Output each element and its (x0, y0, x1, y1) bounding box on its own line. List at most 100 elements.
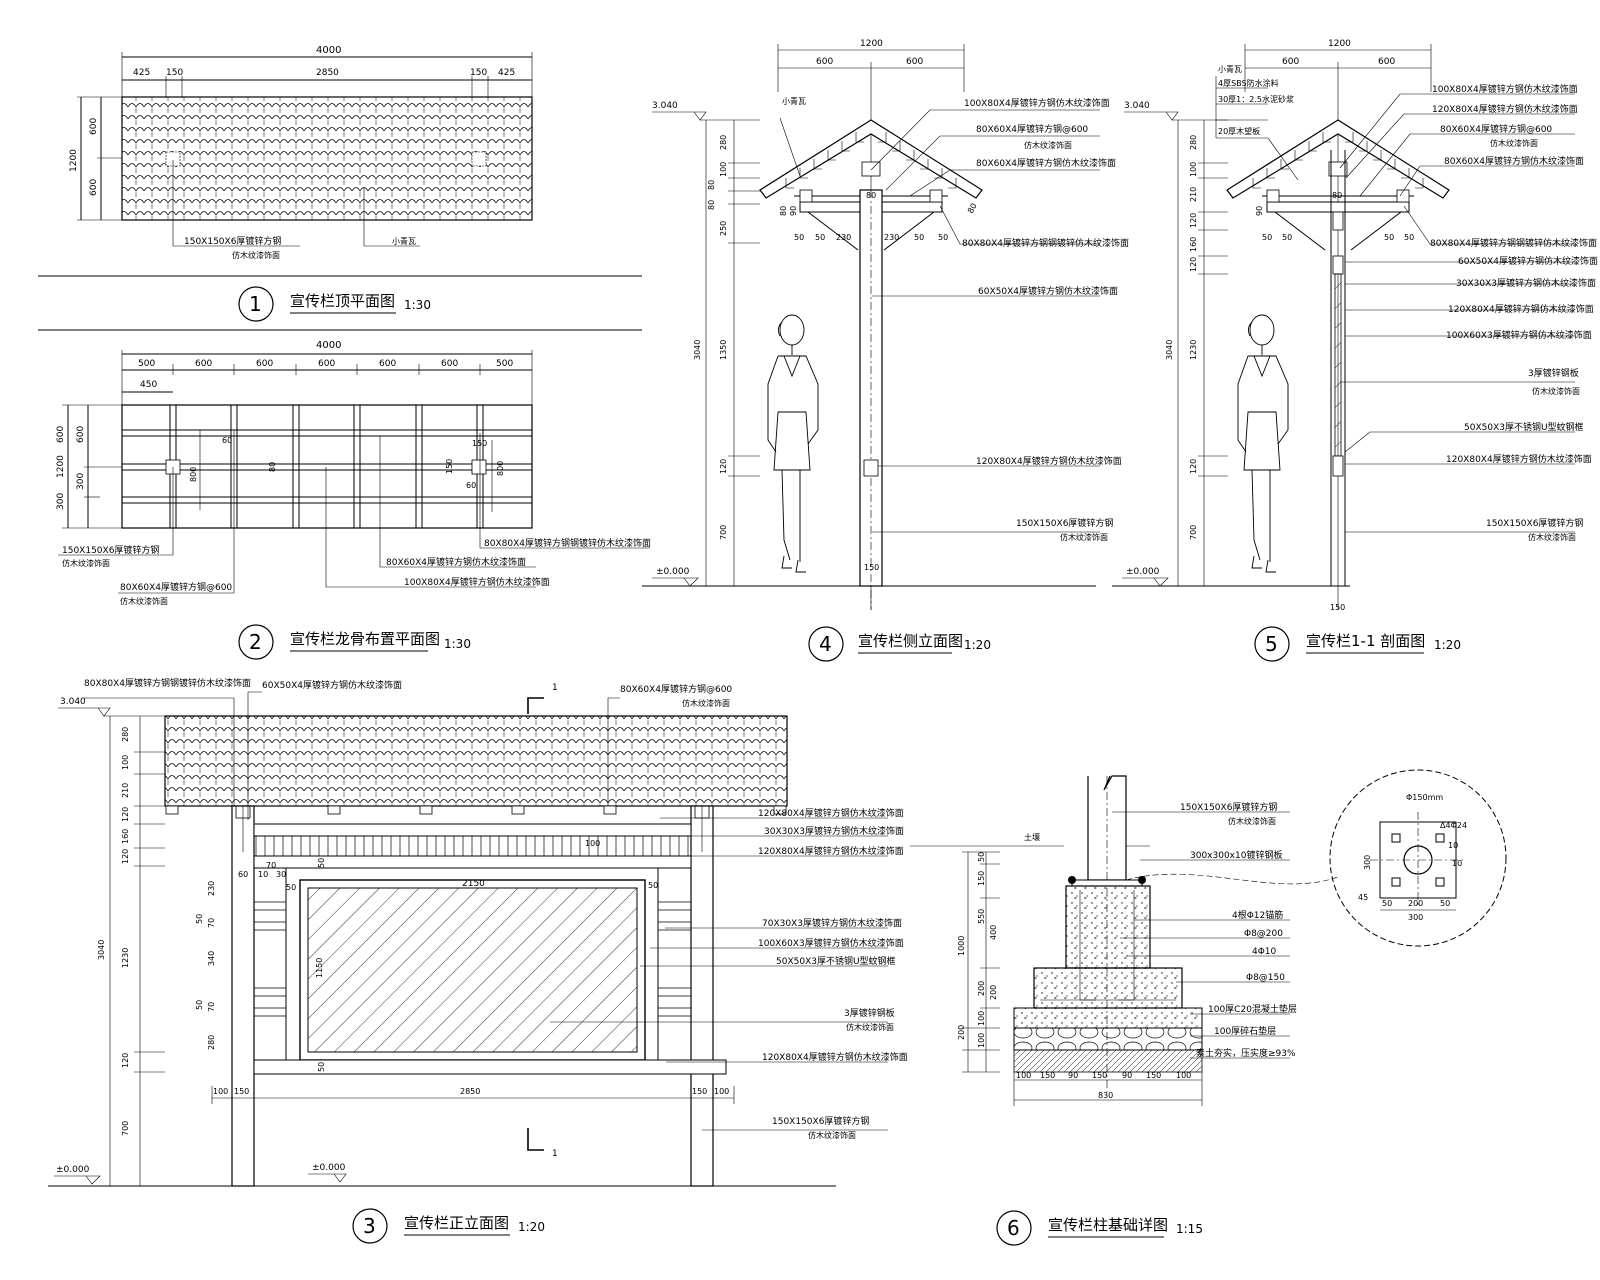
dim: 50 (286, 883, 296, 892)
view-scale: 1:30 (404, 298, 431, 312)
dim-425: 425 (133, 68, 150, 78)
view-title: 宣传栏龙骨布置平面图 (290, 630, 440, 648)
dim: 90 (1068, 1071, 1078, 1080)
dim: 150 (234, 1087, 249, 1096)
callout-80x60x4: 80X60X4厚镀锌方钢仿木纹漆饰面 (386, 556, 526, 568)
dim: 700 (1189, 525, 1198, 540)
callout: 100X80X4厚镀锌方钢仿木纹漆饰面 (1432, 83, 1578, 95)
label-soil: 土壤 (1024, 832, 1040, 842)
callout: 100厚碎石垫层 (1214, 1025, 1276, 1037)
callout-finish: 仿木纹漆饰面 (62, 558, 110, 568)
view-scale: 1:20 (1434, 638, 1461, 652)
callout: 120X80X4厚镀锌方钢仿木纹漆饰面 (1432, 103, 1578, 115)
dim-600: 600 (89, 179, 99, 196)
dim: 80 (866, 191, 876, 200)
layer-tile: 小青瓦 (1218, 64, 1242, 74)
callout: 4根Φ12锚筋 (1232, 909, 1283, 921)
dim-1200: 1200 (69, 149, 79, 172)
callout: 仿木纹漆饰面 (1528, 532, 1576, 542)
scale-figure (1237, 314, 1289, 573)
detail-200: 200 (1408, 899, 1423, 908)
dim: 1230 (1189, 340, 1198, 360)
dim: 70 (207, 1002, 216, 1012)
dim: 50 (794, 233, 804, 242)
dim: 200 (957, 1025, 966, 1040)
callout: 30X30X3厚镀锌方钢仿木纹漆饰面 (764, 825, 904, 837)
layer-sbs: 4厚SBS防水涂料 (1218, 78, 1279, 88)
dim: 160 (1189, 237, 1198, 252)
dim: 100 (977, 1033, 986, 1048)
dim: 50 (317, 1062, 326, 1072)
callout: 仿木纹漆饰面 (846, 1022, 894, 1032)
scale-figure (767, 314, 819, 573)
dim-150: 150 (864, 563, 879, 572)
dim: 50 (195, 1000, 204, 1010)
detail-10: 10 (1452, 859, 1462, 868)
view-number: 1 (249, 292, 262, 316)
detail-300: 300 (1408, 913, 1423, 922)
dim: 50 (1282, 233, 1292, 242)
dim: 100 (121, 755, 130, 770)
dim: 100 (213, 1087, 228, 1096)
callout: 仿木纹漆饰面 (682, 698, 730, 708)
callout: Φ8@200 (1244, 929, 1283, 939)
dim: 100 (977, 1011, 986, 1026)
view-title: 宣传栏正立面图 (404, 1214, 509, 1232)
callout: 150X150X6厚镀锌方钢 (1486, 517, 1583, 529)
detail-50: 50 (1382, 899, 1392, 908)
dim: 50 (317, 858, 326, 868)
dim: 340 (207, 951, 216, 966)
callout: 80X60X4厚镀锌方钢@600 (976, 123, 1088, 135)
callout: 120X80X4厚镀锌方钢仿木纹漆饰面 (1446, 453, 1592, 465)
detail-dia: Φ150mm (1406, 793, 1443, 802)
detail-bolt: Δ4Φ24 (1440, 821, 1467, 830)
dim-600: 600 (1378, 57, 1395, 67)
view-title: 宣传栏1-1 剖面图 (1306, 632, 1425, 650)
callout: 3厚镀锌钢板 (1528, 367, 1579, 379)
callout: 仿木纹漆饰面 (1228, 816, 1276, 826)
dim: 120 (1189, 213, 1198, 228)
view-number: 6 (1007, 1216, 1020, 1240)
dim: 100 (719, 162, 728, 177)
view-scale: 1:20 (518, 1220, 545, 1234)
dim-1200: 1200 (860, 39, 883, 49)
dim: 100 (1176, 1071, 1191, 1080)
level-ground: ±0.000 (1126, 567, 1160, 577)
callout-finish: 仿木纹漆饰面 (232, 250, 280, 260)
dim: 280 (1189, 135, 1198, 150)
callout: 50X50X3厚不锈钢U型蚊钢框 (1464, 421, 1584, 433)
dim-2150: 2150 (462, 879, 485, 889)
dim-4000: 4000 (316, 45, 341, 56)
dim-3040: 3040 (693, 340, 702, 360)
level-top: 3.040 (1124, 101, 1150, 111)
view-number: 3 (363, 1214, 376, 1238)
view-scale: 1:15 (1176, 1222, 1203, 1236)
dim-600: 600 (89, 118, 99, 135)
dim-425: 425 (498, 68, 515, 78)
dim: 70 (266, 861, 276, 870)
dim-600: 600 (195, 359, 212, 369)
view-title: 宣传栏侧立面图 (858, 632, 963, 650)
callout: 60X50X4厚镀锌方钢仿木纹漆饰面 (978, 285, 1118, 297)
dim: 100 (1189, 162, 1198, 177)
dim: 70 (207, 918, 216, 928)
view-title: 宣传栏柱基础详图 (1048, 1216, 1168, 1234)
dim: 120 (1189, 257, 1198, 272)
dim-2850: 2850 (316, 68, 339, 78)
dim-1200: 1200 (56, 455, 66, 478)
section-mark-top: 1 (552, 683, 558, 693)
callout: 120X80X4厚镀锌方钢仿木纹漆饰面 (976, 455, 1122, 467)
dim-600: 600 (256, 359, 273, 369)
callout: 150X150X6厚镀锌方钢 (1180, 801, 1277, 813)
view-foundation-detail: 土壤 50 150 1000 550 400 200 200 100 100 2… (910, 769, 1507, 1246)
dim: 1230 (121, 948, 130, 968)
dim-600: 600 (379, 359, 396, 369)
dim-450: 450 (140, 380, 157, 390)
dim-600: 600 (76, 426, 86, 443)
dim: 50 (815, 233, 825, 242)
callout-100x80x4: 100X80X4厚镀锌方钢仿木纹漆饰面 (404, 576, 550, 588)
dim-3040: 3040 (1165, 340, 1174, 360)
dim: 150 (1040, 1071, 1055, 1080)
dim: 100 (1016, 1071, 1031, 1080)
callout: 150X150X6厚镀锌方钢 (1016, 517, 1113, 529)
